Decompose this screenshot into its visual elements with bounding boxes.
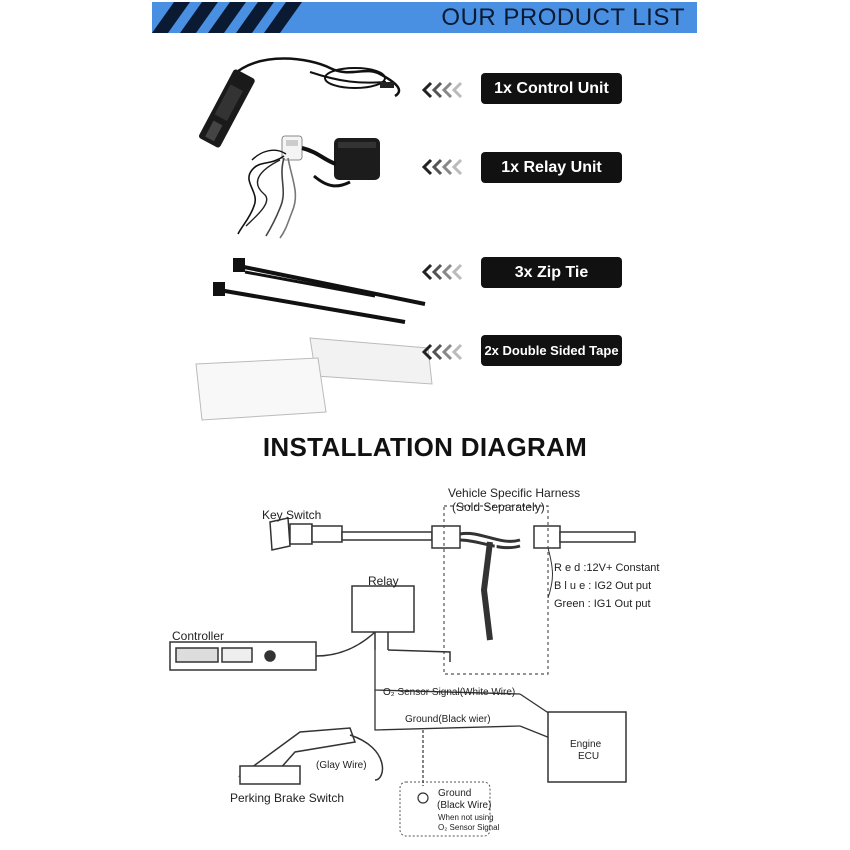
chevron-arrow-icon bbox=[421, 343, 463, 361]
label-harness-note: (Sold Separately) bbox=[452, 500, 545, 514]
header-stripes bbox=[152, 2, 302, 33]
label-black-wire: (Black Wire) bbox=[437, 800, 492, 811]
controller-unit bbox=[169, 631, 376, 671]
label-controller: Controller bbox=[172, 629, 225, 643]
label-blue: B l u e : IG2 Out put bbox=[554, 580, 652, 592]
item-label-zip-tie: 3x Zip Tie bbox=[481, 257, 622, 288]
label-o2-sensor-signal: O₂ Sensor Signal bbox=[438, 823, 500, 832]
double-sided-tape-image bbox=[195, 337, 433, 421]
ground-symbol bbox=[399, 730, 491, 837]
label-engine: Engine bbox=[570, 739, 602, 750]
label-relay: Relay bbox=[368, 574, 399, 588]
label-parking-brake: Perking Brake Switch bbox=[230, 791, 345, 805]
harness-boundary bbox=[443, 505, 549, 675]
chevron-arrow-icon bbox=[421, 158, 463, 176]
item-label-double-sided-tape: 2x Double Sided Tape bbox=[481, 335, 622, 366]
relay-unit-image bbox=[237, 135, 380, 239]
label-glay-wire: (Glay Wire) bbox=[316, 760, 367, 771]
control-unit-image bbox=[199, 57, 401, 148]
label-harness: Vehicle Specific Harness bbox=[448, 486, 581, 500]
label-o2-signal: O₂ Sensor Signal(White Wire) bbox=[383, 687, 516, 698]
header-title: OUR PRODUCT LIST bbox=[441, 4, 685, 31]
header-bar: OUR PRODUCT LIST bbox=[152, 2, 697, 33]
parking-brake-switch bbox=[238, 727, 384, 785]
label-ground-wire: Ground(Black wier) bbox=[405, 714, 491, 725]
wiring-diagram bbox=[169, 505, 636, 837]
chevron-arrow-icon bbox=[421, 263, 463, 281]
label-ecu: ECU bbox=[578, 751, 600, 762]
zip-tie-image bbox=[213, 258, 426, 324]
item-label-relay-unit: 1x Relay Unit bbox=[481, 152, 622, 183]
item-label-control-unit: 1x Control Unit bbox=[481, 73, 622, 104]
label-key-switch: Key Switch bbox=[262, 508, 322, 522]
installation-title: INSTALLATION DIAGRAM bbox=[262, 432, 588, 462]
label-red: R e d :12V+ Constant bbox=[554, 562, 660, 574]
engine-ecu-box bbox=[547, 711, 627, 783]
chevron-arrow-icon bbox=[421, 81, 463, 99]
label-when-not: When not using bbox=[438, 813, 494, 822]
relay-box bbox=[351, 585, 451, 662]
label-ground: Ground bbox=[438, 788, 472, 799]
key-switch-connector bbox=[269, 517, 343, 551]
label-green: Green : IG1 Out put bbox=[554, 598, 651, 610]
